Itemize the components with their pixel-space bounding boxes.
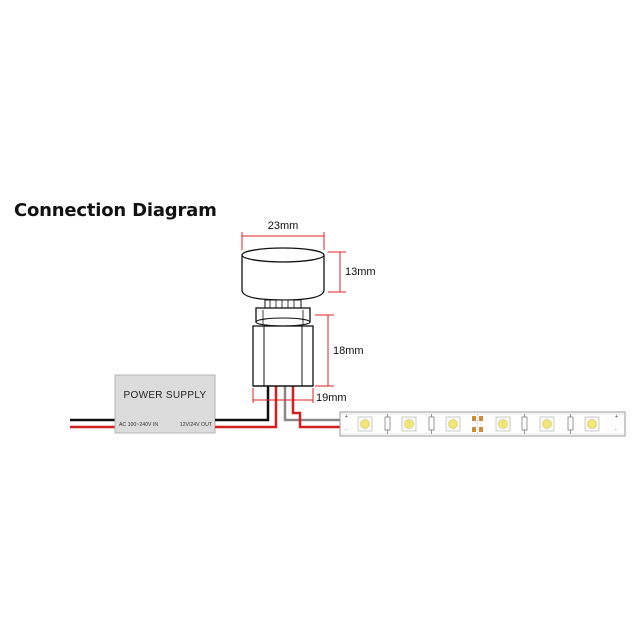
diagram-title: Connection Diagram	[14, 200, 217, 221]
base-width-label: 19mm	[316, 392, 347, 404]
output-wire-grey	[283, 386, 344, 422]
led-strip: + - + -	[339, 411, 626, 437]
led-chip	[495, 416, 511, 432]
led-chip	[357, 416, 373, 432]
body-height-label: 18mm	[333, 345, 364, 357]
led-chip	[584, 416, 600, 432]
output-wire-red	[291, 386, 344, 429]
led-chip	[539, 416, 555, 432]
knob-width-label: 23mm	[268, 220, 299, 232]
power-supply: POWER SUPPLY AC 100~240V IN 12V/24V OUT	[114, 374, 216, 434]
cut-point-pads	[472, 414, 483, 434]
led-chip	[401, 416, 417, 432]
dimmer-nut	[255, 307, 311, 327]
psu-wire-black	[215, 386, 270, 422]
dimmer-body	[252, 325, 314, 387]
resistor	[521, 414, 528, 434]
dimmer-knob	[241, 247, 325, 301]
strip-right-plus: +	[615, 414, 618, 420]
dimension-body-height: 18mm	[315, 314, 364, 387]
dimension-knob-width: 23mm	[241, 220, 325, 250]
power-supply-input-label: AC 100~240V IN	[119, 422, 158, 428]
power-supply-label: POWER SUPPLY	[124, 390, 207, 401]
strip-left-plus: +	[345, 414, 348, 420]
led-chip	[445, 416, 461, 432]
resistor	[384, 414, 391, 434]
strip-left-minus: -	[345, 427, 347, 433]
resistor	[428, 414, 435, 434]
dimmer-stem	[264, 299, 302, 309]
strip-right-minus: -	[615, 427, 617, 433]
resistor	[567, 414, 574, 434]
dimension-knob-height: 13mm	[328, 251, 376, 293]
dimension-base: 19mm	[252, 388, 347, 404]
power-supply-output-label: 12V/24V OUT	[180, 422, 213, 428]
knob-height-label: 13mm	[345, 266, 376, 278]
power-supply-box	[114, 374, 216, 434]
